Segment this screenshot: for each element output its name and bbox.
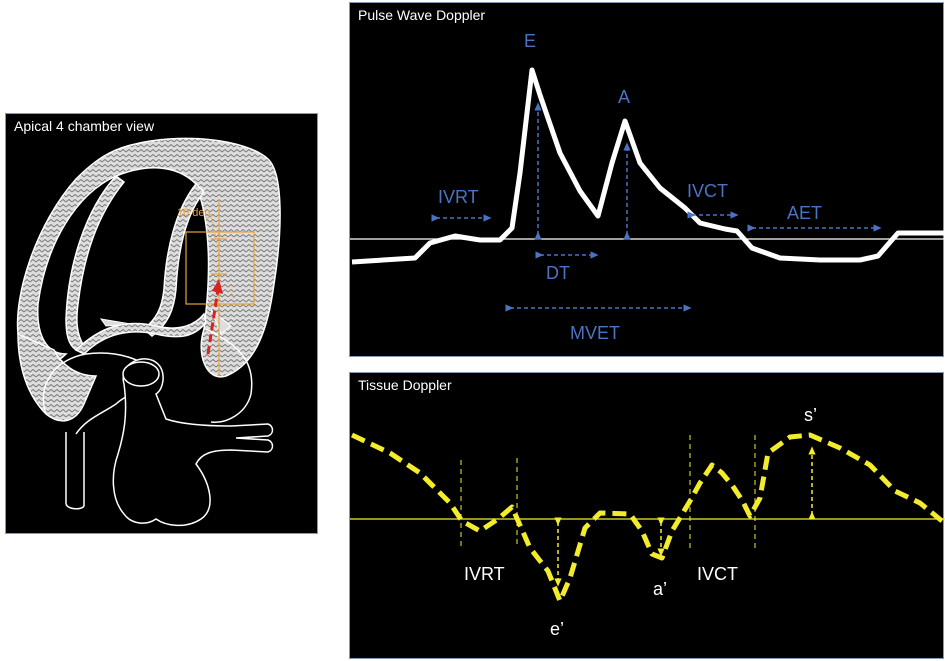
flow-direction-arrow xyxy=(206,288,220,355)
label-e-prime: e’ xyxy=(550,619,564,639)
pulse-waveform xyxy=(351,67,945,265)
apical-title: Apical 4 chamber view xyxy=(14,118,155,134)
label-tissue-ivrt: IVRT xyxy=(464,564,505,584)
heart-diagram: 10 deg xyxy=(16,137,281,527)
right-atrium xyxy=(205,328,253,423)
label-aet: AET xyxy=(787,203,822,223)
tissue-doppler-plot: s’ e’ a’ IVRT IVCT xyxy=(350,405,945,639)
heart-outer-wall xyxy=(16,137,281,378)
tissue-title: Tissue Doppler xyxy=(358,377,452,393)
sample-volume-box xyxy=(185,231,255,305)
angle-label: 10 deg xyxy=(177,207,211,219)
vena-cava xyxy=(65,432,85,510)
label-e: E xyxy=(524,31,536,51)
apical-4-chamber-panel: Apical 4 chamber view xyxy=(5,113,318,534)
septum xyxy=(142,182,206,337)
aorta xyxy=(112,358,274,527)
label-a-prime: a’ xyxy=(653,579,667,599)
tissue-doppler-panel: Tissue Doppler s’ e’ a’ IVRT IVCT xyxy=(349,372,945,659)
tricuspid-leaflet xyxy=(210,309,232,335)
label-dt: DT xyxy=(546,263,570,283)
pulse-title: Pulse Wave Doppler xyxy=(358,7,486,23)
label-ivct: IVCT xyxy=(687,181,728,201)
label-mvet: MVET xyxy=(570,323,620,343)
aorta-opening xyxy=(122,361,160,387)
tissue-waveform xyxy=(350,432,944,604)
pulse-wave-doppler-panel: Pulse Wave Doppler E A IVRT IVCT AET DT … xyxy=(349,2,945,357)
label-ivrt: IVRT xyxy=(438,187,479,207)
valve-plane xyxy=(74,312,207,355)
label-a: A xyxy=(618,87,630,107)
label-s-prime: s’ xyxy=(804,405,817,425)
mitral-leaflet xyxy=(99,318,132,327)
heart-lower-wall xyxy=(17,332,98,422)
pulse-wave-plot: E A IVRT IVCT AET DT MVET xyxy=(350,31,945,343)
label-tissue-ivct: IVCT xyxy=(697,564,738,584)
